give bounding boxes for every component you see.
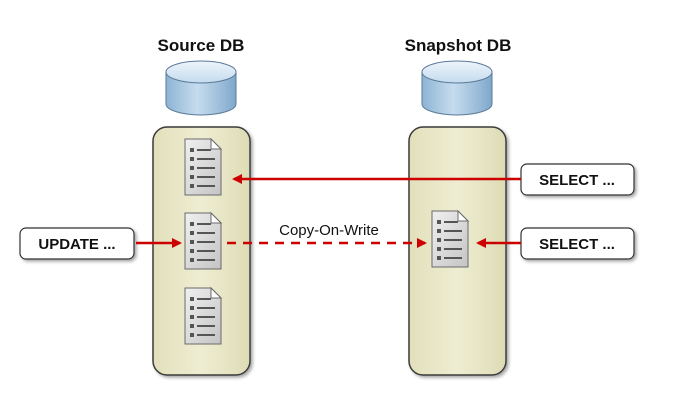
update-label: UPDATE ...	[38, 236, 115, 253]
source-db-cylinder-icon	[165, 60, 237, 116]
select-label-2: SELECT ...	[539, 236, 615, 253]
snapshot-page-icon	[431, 210, 469, 268]
snapshot-db-title: Snapshot DB	[405, 36, 512, 55]
update-box	[19, 227, 135, 260]
snapshot-db-cylinder-icon	[421, 60, 493, 116]
source-page-1-icon	[184, 138, 222, 196]
source-db-title: Source DB	[158, 36, 245, 55]
copy-on-write-label: Copy-On-Write	[279, 222, 379, 239]
select-label-1: SELECT ...	[539, 172, 615, 189]
source-page-2-icon	[184, 212, 222, 270]
source-page-3-icon	[184, 287, 222, 345]
